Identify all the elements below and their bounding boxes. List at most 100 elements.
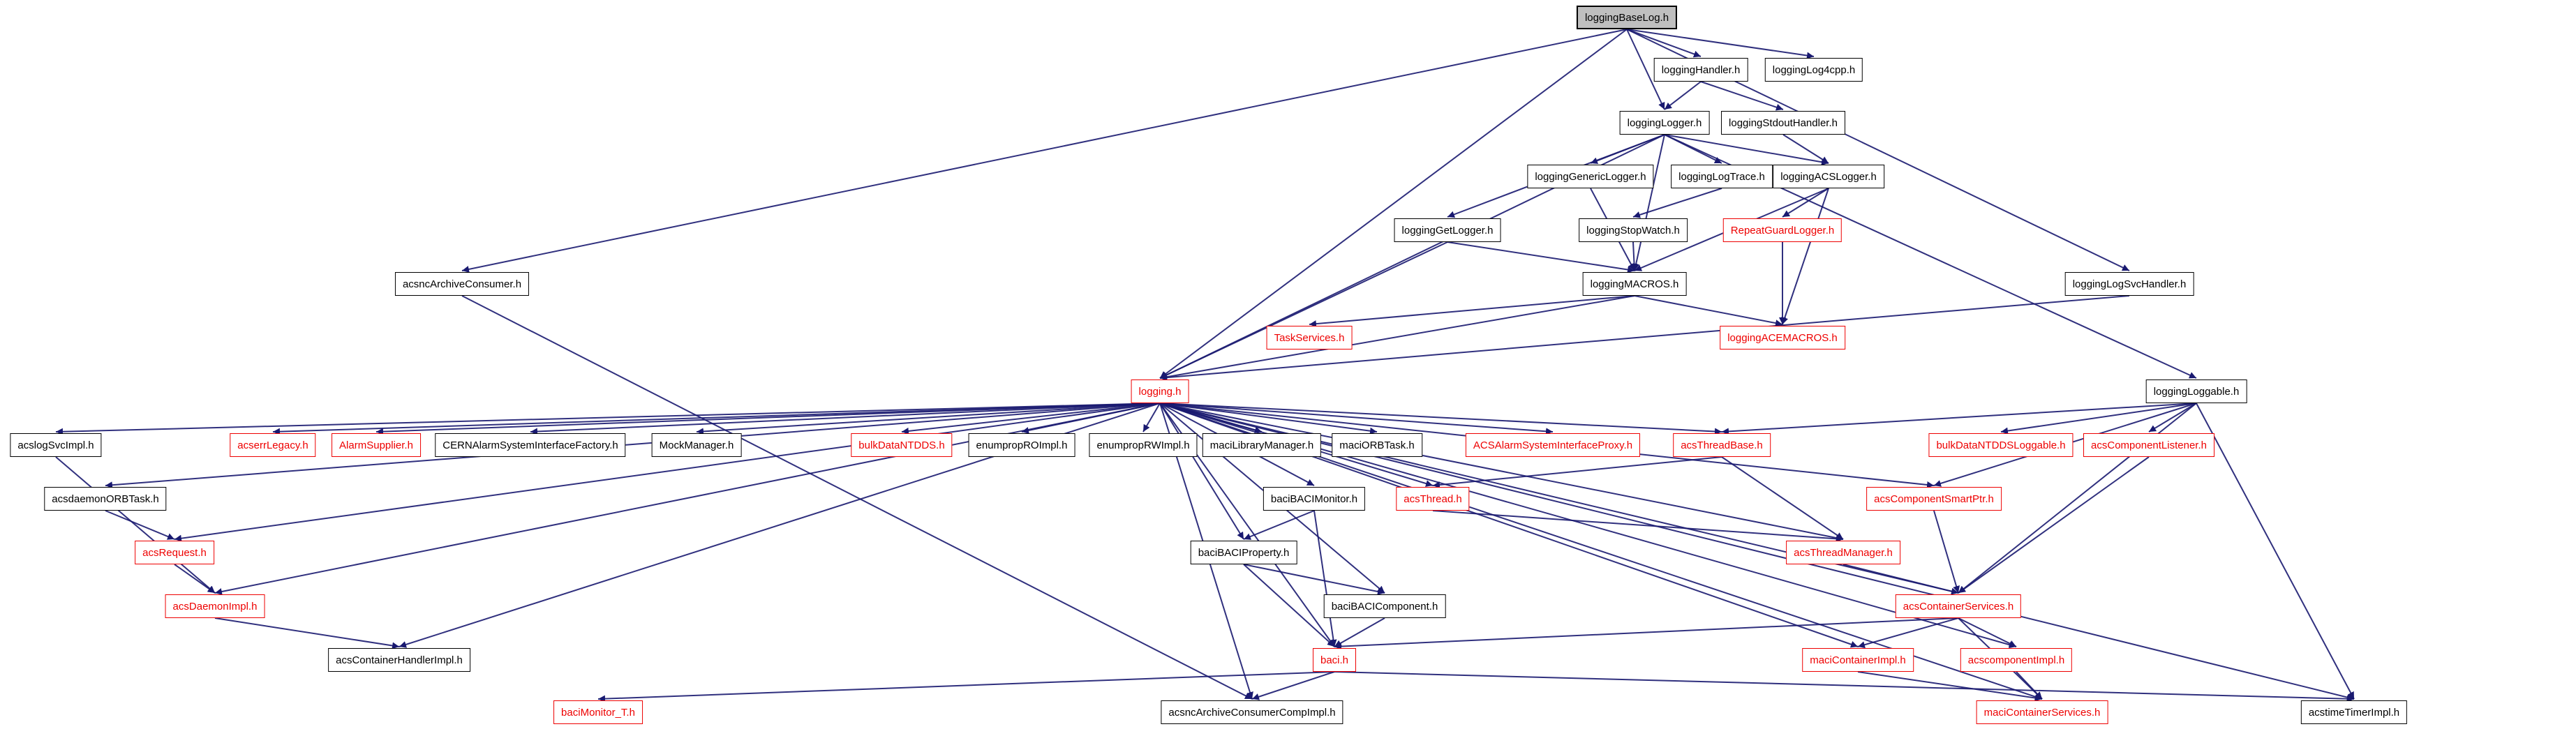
edge-baciBACIProperty--baci [1243, 564, 1335, 647]
node-baciMonitor_T[interactable]: baciMonitor_T.h [553, 700, 643, 724]
edge-logging--acsRequest [174, 403, 1161, 542]
edge-loggingBaseLog--acsncArchiveConsumer [461, 29, 1628, 273]
edge-logging--CERNAlarmSystemInterfaceFactory [530, 403, 1161, 435]
edge-logging--bulkDataNTDDS [901, 403, 1161, 435]
node-acsComponentListener[interactable]: acsComponentListener.h [2083, 433, 2214, 457]
edge-logging--acsdaemonORBTask [105, 403, 1161, 489]
edge-logging--acsThreadManager [1159, 403, 1844, 541]
edge-loggingACSLogger--loggingACEMACROS [1781, 188, 1829, 325]
node-maciORBTask[interactable]: maciORBTask.h [1332, 433, 1422, 457]
edge-loggingStdoutHandler--loggingACSLogger [1782, 134, 1829, 164]
node-bulkDataNTDDSLoggable[interactable]: bulkDataNTDDSLoggable.h [1928, 433, 2074, 457]
node-acsThreadManager[interactable]: acsThreadManager.h [1786, 541, 1900, 564]
edge-loggingGetLogger--loggingMACROS [1447, 241, 1635, 273]
edge-acsComponentListener--acsContainerServices [1958, 456, 2150, 594]
edge-loggingGetLogger--logging [1159, 241, 1448, 379]
edge-baci--acsncArchiveConsumerCompImpl [1251, 671, 1335, 700]
edge-loggingBaseLog--logging [1159, 29, 1628, 379]
node-baciBACIComponent[interactable]: baciBACIComponent.h [1323, 594, 1446, 618]
node-acsncArchiveConsumer[interactable]: acsncArchiveConsumer.h [394, 272, 530, 296]
node-maciLibraryManager[interactable]: maciLibraryManager.h [1202, 433, 1322, 457]
edge-logging--AlarmSupplier [375, 403, 1161, 435]
node-MockManager[interactable]: MockManager.h [651, 433, 742, 457]
node-enumpropROImpl[interactable]: enumpropROImpl.h [968, 433, 1075, 457]
node-acsThreadBase[interactable]: acsThreadBase.h [1673, 433, 1771, 457]
edge-loggingHandler--loggingStdoutHandler [1700, 81, 1784, 111]
edge-logging--ACSAlarmSystemInterfaceProxy [1159, 403, 1554, 435]
edge-baciBACIMonitor--baci [1313, 510, 1337, 647]
node-ACSAlarmSystemInterfaceProxy[interactable]: ACSAlarmSystemInterfaceProxy.h [1465, 433, 1641, 457]
node-loggingStopWatch[interactable]: loggingStopWatch.h [1579, 218, 1688, 242]
node-maciContainerImpl[interactable]: maciContainerImpl.h [1802, 648, 1914, 672]
node-loggingHandler[interactable]: loggingHandler.h [1653, 58, 1748, 82]
edge-baciBACIProperty--baciBACIComponent [1243, 564, 1385, 595]
node-acsContainerHandlerImpl[interactable]: acsContainerHandlerImpl.h [328, 648, 470, 672]
node-baciBACIMonitor[interactable]: baciBACIMonitor.h [1263, 487, 1366, 511]
edge-acsRequest--acsDaemonImpl [174, 564, 216, 594]
node-CERNAlarmSystemInterfaceFactory[interactable]: CERNAlarmSystemInterfaceFactory.h [435, 433, 626, 457]
edge-baci--baciMonitor_T [597, 671, 1335, 702]
node-baciBACIProperty[interactable]: baciBACIProperty.h [1190, 541, 1297, 564]
node-acsdaemonORBTask[interactable]: acsdaemonORBTask.h [44, 487, 167, 511]
edge-baciBACIComponent--baci [1334, 617, 1385, 647]
node-logging[interactable]: logging.h [1131, 379, 1189, 403]
node-acsContainerServices[interactable]: acsContainerServices.h [1895, 594, 2022, 618]
node-acsThread[interactable]: acsThread.h [1396, 487, 1470, 511]
node-acsRequest[interactable]: acsRequest.h [135, 541, 214, 564]
node-maciContainerServices[interactable]: maciContainerServices.h [1976, 700, 2108, 724]
edge-loggingLogger--loggingACSLogger [1664, 134, 1829, 166]
node-loggingLog4cpp[interactable]: loggingLog4cpp.h [1764, 58, 1863, 82]
node-baci[interactable]: baci.h [1312, 648, 1357, 672]
node-loggingLogSvcHandler[interactable]: loggingLogSvcHandler.h [2064, 272, 2194, 296]
edge-logging--baciBACIProperty [1159, 403, 1244, 540]
edge-loggingMACROS--logging [1159, 295, 1635, 381]
node-loggingLoggable[interactable]: loggingLoggable.h [2145, 379, 2247, 403]
edge-loggingBaseLog--loggingLog4cpp [1626, 29, 1815, 59]
edge-logging--maciORBTask [1159, 403, 1378, 435]
node-loggingBaseLog: loggingBaseLog.h [1576, 6, 1678, 29]
node-acsComponentSmartPtr[interactable]: acsComponentSmartPtr.h [1866, 487, 2002, 511]
node-loggingLogger[interactable]: loggingLogger.h [1619, 111, 1710, 135]
edge-acsThreadBase--acsThreadManager [1721, 456, 1844, 540]
edge-logging--acsDaemonImpl [214, 403, 1161, 595]
node-loggingGenericLogger[interactable]: loggingGenericLogger.h [1527, 165, 1654, 188]
node-bulkDataNTDDS[interactable]: bulkDataNTDDS.h [851, 433, 953, 457]
node-RepeatGuardLogger[interactable]: RepeatGuardLogger.h [1722, 218, 1842, 242]
edge-acslogSvcImpl--acsDaemonImpl [55, 456, 216, 594]
edge-loggingLoggable--bulkDataNTDDSLoggable [2000, 403, 2197, 435]
edge-maciContainerImpl--maciContainerServices [1857, 671, 2043, 702]
edge-loggingLoggable--acstimeTimerImpl [2196, 403, 2355, 700]
edge-acsContainerServices--maciContainerImpl [1857, 617, 1959, 649]
edge-acsDaemonImpl--acsContainerHandlerImpl [214, 617, 400, 649]
edge-acscomponentImpl--maciContainerServices [2016, 671, 2043, 700]
edge-logging--MockManager [696, 403, 1161, 435]
edge-loggingHandler--loggingLogger [1664, 81, 1702, 110]
edge-loggingLogger--loggingMACROS [1632, 134, 1665, 271]
edge-loggingACSLogger--RepeatGuardLogger [1782, 188, 1829, 218]
node-loggingACSLogger[interactable]: loggingACSLogger.h [1773, 165, 1884, 188]
edge-loggingStopWatch--loggingMACROS [1630, 241, 1638, 271]
edge-loggingMACROS--TaskServices [1309, 295, 1635, 328]
node-AlarmSupplier[interactable]: AlarmSupplier.h [332, 433, 421, 457]
node-loggingStdoutHandler[interactable]: loggingStdoutHandler.h [1721, 111, 1845, 135]
node-loggingMACROS[interactable]: loggingMACROS.h [1582, 272, 1687, 296]
node-acscomponentImpl[interactable]: acscomponentImpl.h [1960, 648, 2073, 672]
node-loggingACEMACROS[interactable]: loggingACEMACROS.h [1720, 326, 1845, 350]
edge-acsdaemonORBTask--acsRequest [105, 510, 175, 540]
node-acslogSvcImpl[interactable]: acslogSvcImpl.h [10, 433, 102, 457]
edge-baciBACIMonitor--baciBACIProperty [1243, 510, 1315, 540]
node-acserrLegacy[interactable]: acserrLegacy.h [230, 433, 316, 457]
node-TaskServices[interactable]: TaskServices.h [1266, 326, 1353, 350]
node-acsDaemonImpl[interactable]: acsDaemonImpl.h [165, 594, 265, 618]
node-loggingLogTrace[interactable]: loggingLogTrace.h [1671, 165, 1773, 188]
node-acstimeTimerImpl[interactable]: acstimeTimerImpl.h [2300, 700, 2408, 724]
node-loggingGetLogger[interactable]: loggingGetLogger.h [1394, 218, 1501, 242]
edge-loggingLogTrace--loggingStopWatch [1632, 188, 1722, 218]
node-acsncArchiveConsumerCompImpl[interactable]: acsncArchiveConsumerCompImpl.h [1161, 700, 1343, 724]
node-enumpropRWImpl[interactable]: enumpropRWImpl.h [1089, 433, 1198, 457]
edge-baci--acstimeTimerImpl [1334, 671, 2355, 702]
edge-logging--acsThreadBase [1159, 403, 1722, 435]
edge-acsThread--acsThreadManager [1432, 510, 1844, 543]
